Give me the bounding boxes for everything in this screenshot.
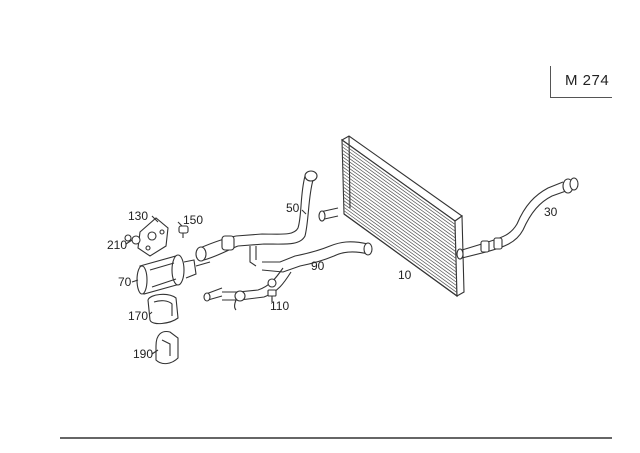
radiator-fin	[341, 146, 456, 229]
callout-50: 50	[286, 201, 300, 215]
callout-190: 190	[133, 347, 154, 361]
radiator-fin	[342, 169, 457, 252]
radiator-fin	[342, 176, 457, 259]
engine-code-frame	[550, 66, 612, 98]
radiator-fin	[343, 200, 457, 283]
radiator-fin	[343, 186, 457, 270]
callout-10: 10	[398, 268, 412, 282]
radiator-fin	[341, 143, 456, 225]
radiator-fin	[343, 210, 458, 293]
radiator-fin	[343, 190, 457, 273]
radiator-fin	[343, 206, 458, 290]
radiator-fin	[342, 183, 457, 266]
radiator-fin	[342, 166, 456, 249]
holder-190	[155, 330, 179, 365]
engine-code: M 274	[565, 72, 610, 89]
bottom-rule	[60, 437, 612, 439]
radiator-fin	[343, 196, 457, 280]
radiator-fin	[342, 153, 456, 235]
hose-90	[222, 241, 373, 311]
callout-90: 90	[311, 259, 325, 273]
radiator-10	[340, 135, 465, 298]
leader-lines	[125, 209, 307, 355]
callout-110: 110	[270, 299, 290, 313]
radiator-fin	[342, 149, 456, 232]
bracket-130	[124, 217, 169, 257]
sleeve-170	[147, 293, 179, 325]
radiator-fin	[342, 180, 457, 263]
radiator-fin	[343, 203, 457, 287]
callout-150: 150	[183, 213, 204, 227]
callout-170: 170	[128, 309, 149, 323]
radiator-fin	[342, 156, 456, 239]
radiator-fin	[342, 159, 456, 242]
callout-210: 210	[107, 238, 128, 252]
callout-30: 30	[544, 205, 558, 219]
bolt-150	[178, 225, 189, 238]
radiator-fin	[342, 173, 457, 256]
radiator-fin	[343, 193, 457, 276]
callout-130: 130	[128, 209, 149, 223]
callout-70: 70	[118, 275, 132, 289]
hose-30	[456, 177, 579, 260]
pump-70	[136, 254, 223, 302]
radiator-fin	[342, 163, 456, 246]
hose-50	[195, 170, 339, 267]
